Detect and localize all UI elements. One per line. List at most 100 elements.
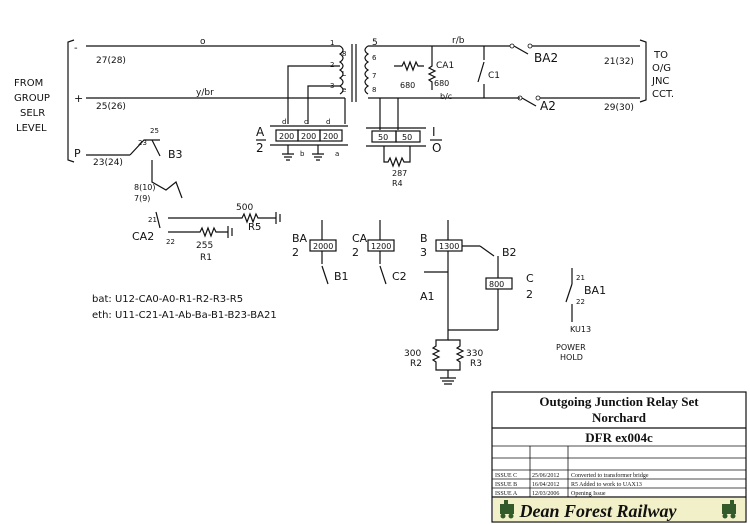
relay-c1-label: C1 [488, 71, 500, 81]
bottom-resistors: 300 R2 330 R3 [404, 330, 483, 385]
relay-ba1-label: BA1 [584, 284, 606, 297]
term-27-label: 27(28) [96, 56, 126, 66]
tf-label-l: L [342, 70, 346, 78]
contact-a1-label: A1 [420, 290, 435, 303]
relay-a-block: A 2 200 200 200 d c d b a [256, 118, 348, 161]
left-label-line-4: LEVEL [16, 123, 47, 134]
tf-link-a2 [307, 85, 340, 124]
power-hold-line-2: HOLD [560, 353, 583, 362]
res-r1 [168, 226, 228, 238]
relay-ba2-label: BA2 [534, 51, 558, 65]
contact-b1-label: B1 [334, 270, 349, 283]
contact-c2-label: C2 [392, 270, 407, 283]
relay-i-block: 50 50 I O 287 R4 [366, 125, 442, 188]
tf-label-8: 8 [342, 50, 346, 58]
term-29-30-label: 29(30) [604, 103, 634, 113]
rail-minus-label: - [74, 43, 78, 54]
right-brace [639, 39, 647, 103]
term-25-label: 25(26) [96, 102, 126, 112]
relay-a-coil-3-value: 200 [323, 132, 338, 141]
res-680-a-label: 680 [400, 81, 415, 90]
b3-section: B3 23 25 8(10) 7(9) 21 22 CA2 500 R5 255… [129, 127, 281, 263]
res-r4-name: R4 [392, 179, 403, 188]
contact-b2-label: B2 [502, 246, 517, 259]
res-680-b-label: 680 [434, 79, 449, 88]
relay-a-number: 2 [256, 141, 264, 155]
issue-a-date: 12/03/2006 [532, 491, 559, 497]
res-r3-value: 330 [466, 349, 483, 359]
contact-b2 [479, 245, 495, 257]
battery-icon [227, 226, 233, 238]
relay-i-name: I [432, 125, 436, 139]
earth-icon [312, 153, 324, 161]
res-r2-value: 300 [404, 349, 421, 359]
coil-b3-value: 1300 [439, 242, 459, 251]
coil-b3-label-top: B [420, 232, 428, 245]
coil-b3-label-bottom: 3 [420, 246, 427, 259]
wind-num-6: 6 [372, 54, 377, 62]
relay-i-number: O [432, 141, 441, 155]
wind-num-7: 7 [372, 72, 376, 80]
left-input-block: FROM GROUP SELR LEVEL - + P [14, 39, 83, 163]
locomotive-icon [722, 500, 736, 519]
bridge-section: r/b 680 680 CA1 C1 b/c [368, 36, 520, 130]
relay-a-term-5: a [335, 150, 339, 158]
rail-plus-label: + [74, 92, 83, 105]
locomotive-icon [500, 500, 514, 519]
relay-ca1-label: CA1 [436, 61, 454, 71]
res-r5-value: 500 [236, 203, 253, 213]
b3-num-21: 21 [148, 216, 157, 224]
res-r1-name: R1 [200, 253, 212, 263]
ca2-contact [155, 211, 161, 229]
issue-b-desc: R5 Added to work to UAX13 [571, 482, 642, 488]
b3-num-23: 23 [138, 139, 147, 147]
ba1-num-21: 21 [576, 274, 585, 282]
coil-ba2-label-top: BA [292, 232, 308, 245]
wind-num-8: 8 [372, 86, 376, 94]
relay-a2-label: A2 [540, 99, 556, 113]
left-label-line-1: FROM [14, 78, 43, 89]
issue-c-label: ISSUE C [495, 473, 517, 479]
ba2-terminal-a [509, 43, 515, 49]
wind-num-5: 5 [372, 38, 378, 48]
coil-ca2-label-top: CA [352, 232, 368, 245]
mid-coils: BA 2 2000 B1 CA 2 1200 C2 B 3 1300 B2 A1… [292, 220, 534, 331]
res-r5 [168, 212, 276, 224]
right-label-line-2: O/G [652, 63, 671, 74]
wire-o-label: o [200, 37, 206, 47]
contact-c2 [379, 265, 387, 285]
b3-contact [151, 139, 161, 157]
earth-icon [282, 153, 294, 161]
coil-ca2-label-bottom: 2 [352, 246, 359, 259]
coil-c2-value: 800 [489, 280, 504, 289]
issue-a-label: ISSUE A [495, 491, 518, 497]
relay-i-coil-2-value: 50 [402, 133, 412, 142]
output-contacts: BA2 A2 21(32) 29(30) TO O/G JNC CCT. [509, 39, 674, 113]
contact-b1 [321, 265, 329, 285]
company-name: Dean Forest Railway [518, 501, 677, 521]
left-brace [67, 39, 75, 163]
res-r4 [383, 146, 411, 168]
coil-c2-body [485, 277, 513, 290]
coil-ca2-value: 1200 [371, 242, 391, 251]
contact-ba1 [565, 283, 573, 303]
relay-c-label-top: C [526, 272, 534, 285]
relay-a-term-2: c [304, 118, 308, 126]
res-r2-name: R2 [410, 359, 422, 369]
secondary-winding [364, 45, 370, 95]
rail-p-label: P [74, 147, 81, 160]
term-23-label: 23(24) [93, 158, 123, 168]
issue-b-date: 16/04/2012 [532, 482, 559, 488]
relay-a-coil-1-value: 200 [279, 132, 294, 141]
ba2-contact [513, 45, 529, 55]
relay-i-coil-2 [395, 130, 421, 143]
title-block: Outgoing Junction Relay Set Norchard DFR… [491, 391, 747, 523]
res-680-a [394, 60, 424, 72]
wire-rb-label: r/b [452, 36, 465, 46]
term-21-32-label: 21(32) [604, 57, 634, 67]
title-block-frame [491, 391, 747, 523]
b3-to-ca2 [151, 160, 183, 199]
res-680-b [427, 60, 437, 90]
relay-a-name: A [256, 125, 265, 139]
ba1-num-22: 22 [576, 298, 585, 306]
